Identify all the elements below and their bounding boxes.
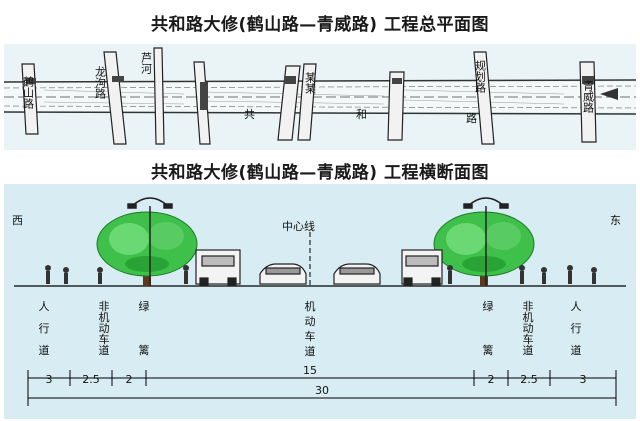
- label-road-3: 芦河: [140, 52, 153, 74]
- lane-label-6-char-1: 行: [571, 322, 582, 335]
- tree-left: [96, 211, 198, 286]
- label-east: 东: [610, 214, 621, 227]
- lane-label-5-char-1: 机: [523, 310, 534, 324]
- lane-label-5-char-3: 车: [523, 332, 534, 346]
- tree-right: [433, 211, 535, 286]
- lane-label-5-char-0: 非: [523, 300, 534, 313]
- lane-label-5-char-4: 道: [523, 343, 534, 357]
- dimension-labels: 3 2.5 2 15 2 2.5 3 30: [46, 364, 587, 397]
- street-lamp-right: [463, 197, 509, 286]
- main-road-char-2: 和: [356, 108, 367, 121]
- crossroad-8: [473, 51, 495, 145]
- lane-label-5-char-2: 动: [523, 322, 534, 335]
- lane-label-3-char-2: 车: [305, 329, 316, 343]
- section-title: 共和路大修(鹤山路—青威路) 工程横断面图: [151, 163, 489, 183]
- lane-label-4-char-0: 绿: [483, 299, 494, 313]
- label-road-left: 鹤山路: [22, 75, 35, 110]
- truck-left: [195, 249, 241, 287]
- lane-label-2-char-0: 绿: [139, 299, 150, 313]
- car-right: [333, 263, 381, 285]
- crossroad-7: [387, 71, 405, 141]
- lane-label-6-char-0: 人: [571, 300, 582, 313]
- lane-label-3-char-3: 道: [305, 344, 316, 358]
- label-road-right: 青威路: [582, 80, 595, 114]
- lane-label-3-char-1: 动: [305, 315, 316, 328]
- label-road-5: 规划路: [474, 59, 487, 94]
- lane-label-1-char-4: 道: [99, 343, 110, 357]
- pedestrians: [45, 265, 597, 284]
- dimension-width-0: 3: [46, 373, 53, 386]
- dimension-total: 30: [315, 384, 329, 397]
- cross-section-panel: 西 东 中心线: [4, 184, 636, 419]
- dimension-lines: [27, 370, 617, 406]
- dimension-width-6: 3: [580, 373, 587, 386]
- crossroad-3: [153, 47, 165, 145]
- lane-label-0-char-1: 行: [39, 322, 50, 335]
- crossroad-2: [103, 51, 127, 145]
- main-road-char-1: 共: [244, 108, 255, 121]
- lane-label-6-char-2: 道: [571, 343, 582, 357]
- label-west: 西: [12, 214, 23, 227]
- dimension-width-1: 2.5: [82, 373, 100, 386]
- lane-label-1-char-3: 车: [99, 332, 110, 346]
- dimension-width-5: 2.5: [520, 373, 538, 386]
- lane-label-0-char-0: 人: [39, 300, 50, 313]
- dimension-width-3: 15: [303, 364, 317, 377]
- plan-title: 共和路大修(鹤山路—青威路) 工程总平面图: [151, 15, 489, 35]
- dimension-width-4: 2: [488, 373, 495, 386]
- label-road-4: 某某: [304, 72, 317, 95]
- plan-view-panel: 鹤山路 龙沟路 芦河 某某 规划路 青威路 共 和 路: [4, 44, 636, 150]
- lane-label-4-char-2: 篱: [483, 343, 494, 357]
- plan-view-drawing: 鹤山路 龙沟路 芦河 某某 规划路 青威路 共 和 路: [4, 47, 636, 145]
- car-left: [259, 263, 307, 285]
- lane-label-1-char-2: 动: [99, 322, 110, 335]
- crossroad-6: [297, 63, 317, 141]
- label-centerline: 中心线: [282, 219, 315, 233]
- main-road-char-3: 路: [466, 112, 477, 125]
- street-lamp-left: [127, 197, 173, 286]
- lane-label-1-char-1: 机: [99, 310, 110, 324]
- lane-label-1-char-0: 非: [99, 300, 110, 313]
- lane-label-2-char-2: 篱: [139, 343, 150, 357]
- crossroad-5: [277, 65, 301, 141]
- cross-section-drawing: 西 东 中心线: [12, 197, 626, 406]
- truck-right: [401, 249, 443, 287]
- dimension-width-2: 2: [126, 373, 133, 386]
- lane-label-0-char-2: 道: [39, 343, 50, 357]
- label-road-2: 龙沟路: [94, 66, 107, 100]
- lane-label-3-char-0: 机: [305, 299, 316, 313]
